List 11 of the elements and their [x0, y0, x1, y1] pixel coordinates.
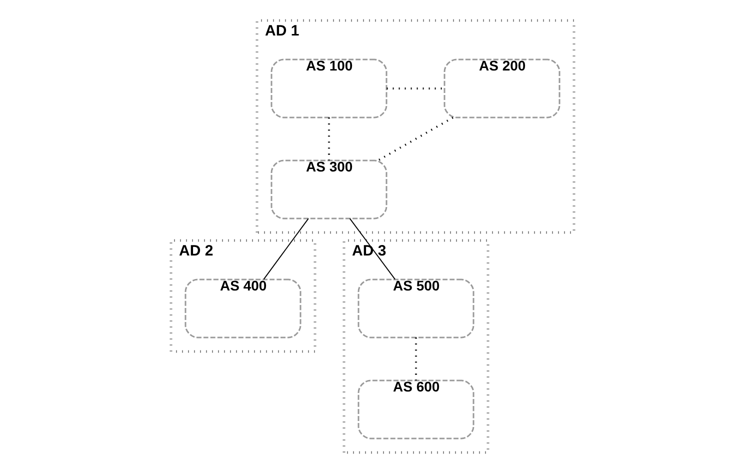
node-box: AS 500: [358, 278, 474, 338]
connector: [328, 118, 330, 160]
connector: [415, 338, 417, 380]
node-box: AS 400: [184, 278, 302, 338]
connector: [386, 88, 444, 90]
node-box: AS 600: [358, 380, 474, 440]
node-box: AS 100: [270, 58, 388, 118]
node-box: AS 300: [270, 160, 388, 220]
node-box: AS 200: [444, 58, 560, 118]
connector: [349, 218, 396, 280]
connector: [377, 116, 454, 162]
